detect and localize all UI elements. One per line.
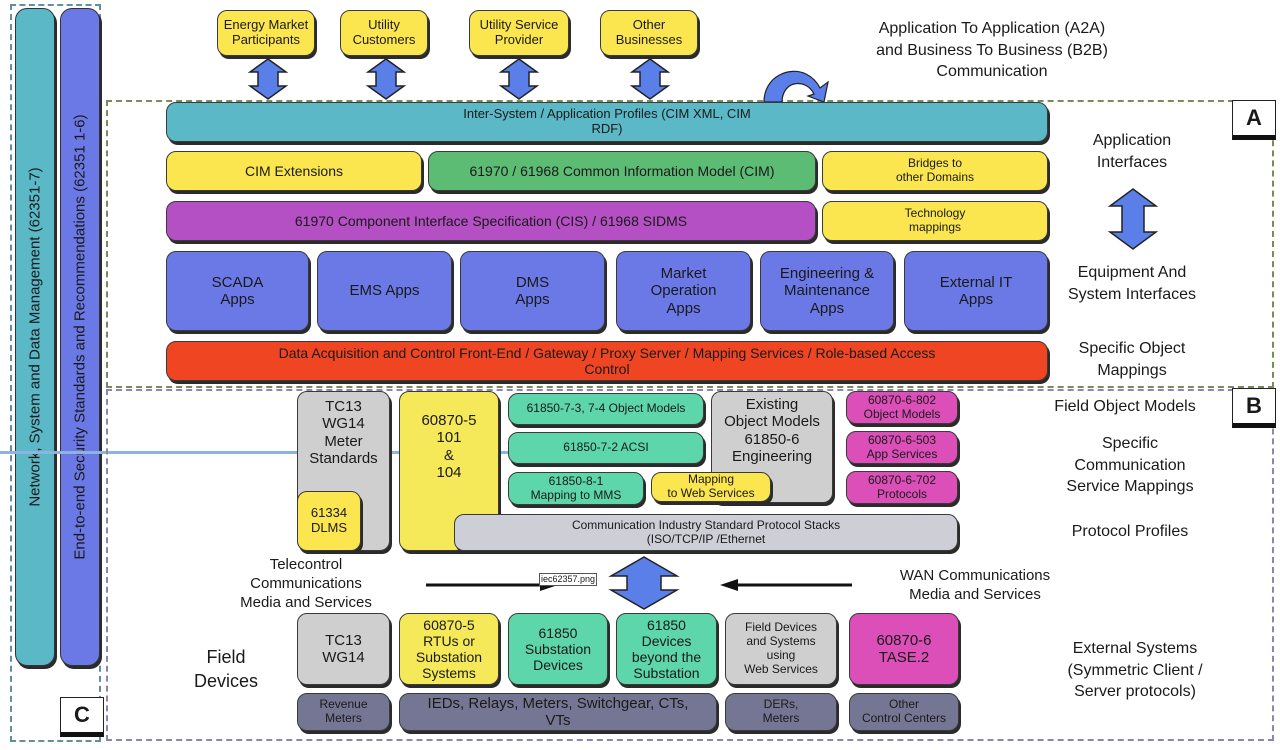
stakeholder-utility-customers: Utility Customers <box>340 10 428 56</box>
wan-communications-label: WAN Communications Media and Services <box>899 567 1051 604</box>
mapping-to-mms: 61850-8-1 Mapping to MMS <box>508 472 644 505</box>
comm-service-mappings-label: Specific Communication Service Mappings <box>1066 435 1194 496</box>
device-61850-substation: 61850 Substation Devices <box>508 613 608 685</box>
device-60870-5-rtus: 60870-5 RTUs or Substation Systems <box>399 613 499 685</box>
object-models-7374: 61850-7-3, 7-4 Object Models <box>508 393 704 425</box>
external-systems-label: External Systems (Symmetric Client / Ser… <box>1067 640 1203 701</box>
security-bar: End-to-end Security Standards and Recomm… <box>60 8 100 666</box>
center-double-arrow-icon <box>608 556 680 610</box>
base-other-control-centers: Other Control Centers <box>849 693 959 731</box>
cim-extensions: CIM Extensions <box>166 151 422 191</box>
application-interfaces-label: Application Interfaces <box>1092 132 1172 171</box>
protocol-stacks: Communication Industry Standard Protocol… <box>454 514 958 551</box>
security-label: End-to-end Security Standards and Recomm… <box>71 114 89 560</box>
device-61850-beyond-substation: 61850 Devices beyond the Substation <box>616 613 717 685</box>
section-b-frame <box>106 389 1274 741</box>
telecontrol-label: Telecontrol Communications Media and Ser… <box>240 556 372 612</box>
stakeholder-energy-market: Energy Market Participants <box>217 10 315 56</box>
divider-line <box>0 451 540 454</box>
cim-common-information-model: 61970 / 61968 Common Information Model (… <box>428 151 816 191</box>
double-arrow-icon <box>247 58 289 100</box>
technology-mappings: Technology mappings <box>822 201 1048 241</box>
base-ieds-relays: IEDs, Relays, Meters, Switchgear, CTs, V… <box>399 693 717 731</box>
section-a-frame <box>106 100 1274 388</box>
vertical-double-arrow-icon <box>1107 188 1159 250</box>
specific-object-mappings-label: Specific Object Mappings <box>1078 340 1186 379</box>
protocol-profiles-label: Protocol Profiles <box>1071 523 1189 540</box>
field-object-models-label: Field Object Models <box>1054 398 1196 415</box>
existing-object-models: Existing Object Models 61850-6 Engineeri… <box>711 391 833 503</box>
gateway-front-end: Data Acquisition and Control Front-End /… <box>166 341 1048 381</box>
equipment-interfaces-label: Equipment And System Interfaces <box>1067 264 1197 303</box>
field-devices-label: Field Devices <box>193 647 259 692</box>
app-external-it: External IT Apps <box>904 251 1048 331</box>
network-management-bar: Network, System and Data Management (623… <box>15 8 55 666</box>
component-interface-specification: 61970 Component Interface Specification … <box>166 201 816 241</box>
bridges-other-domains: Bridges to other Domains <box>822 151 1048 191</box>
section-a-tag: A <box>1232 100 1276 140</box>
dlms-61334: 61334 DLMS <box>297 491 361 551</box>
image-filename-tooltip: iec62357.png <box>539 573 598 586</box>
app-scada: SCADA Apps <box>166 251 309 331</box>
double-arrow-icon <box>629 58 671 100</box>
loop-arrow-icon <box>763 70 829 103</box>
tase2-702-protocols: 60870-6-702 Protocols <box>846 471 958 504</box>
a2a-b2b-title: Application To Application (A2A) and Bus… <box>876 20 1108 81</box>
tase2-503-app-services: 60870-6-503 App Services <box>846 431 958 464</box>
device-tase2: 60870-6 TASE.2 <box>849 613 959 685</box>
stakeholder-other-businesses: Other Businesses <box>600 10 698 56</box>
inter-system-profiles: Inter-System / Application Profiles (CIM… <box>166 102 1048 142</box>
app-dms: DMS Apps <box>460 251 605 331</box>
mapping-to-web-services: Mapping to Web Services <box>651 472 771 502</box>
device-web-services: Field Devices and Systems using Web Serv… <box>725 613 837 685</box>
section-c-frame <box>10 4 101 742</box>
double-arrow-icon <box>365 58 407 100</box>
tase2-802-object-models: 60870-6-802 Object Models <box>846 391 958 424</box>
section-b-tag: B <box>1232 388 1276 428</box>
device-tc13-wg14: TC13 WG14 <box>297 613 390 685</box>
left-arrow-icon <box>720 579 852 591</box>
app-engineering-maintenance: Engineering & Maintenance Apps <box>760 251 894 331</box>
app-market-operation: Market Operation Apps <box>616 251 751 331</box>
app-ems: EMS Apps <box>317 251 452 331</box>
double-arrow-icon <box>498 58 540 100</box>
base-revenue-meters: Revenue Meters <box>297 693 390 731</box>
network-management-label: Network, System and Data Management (623… <box>26 167 44 507</box>
acsi-61850-7-2: 61850-7-2 ACSI <box>508 432 704 464</box>
stakeholder-service-provider: Utility Service Provider <box>469 10 569 56</box>
section-c-tag: C <box>60 697 104 737</box>
base-ders-meters: DERs, Meters <box>725 693 837 731</box>
